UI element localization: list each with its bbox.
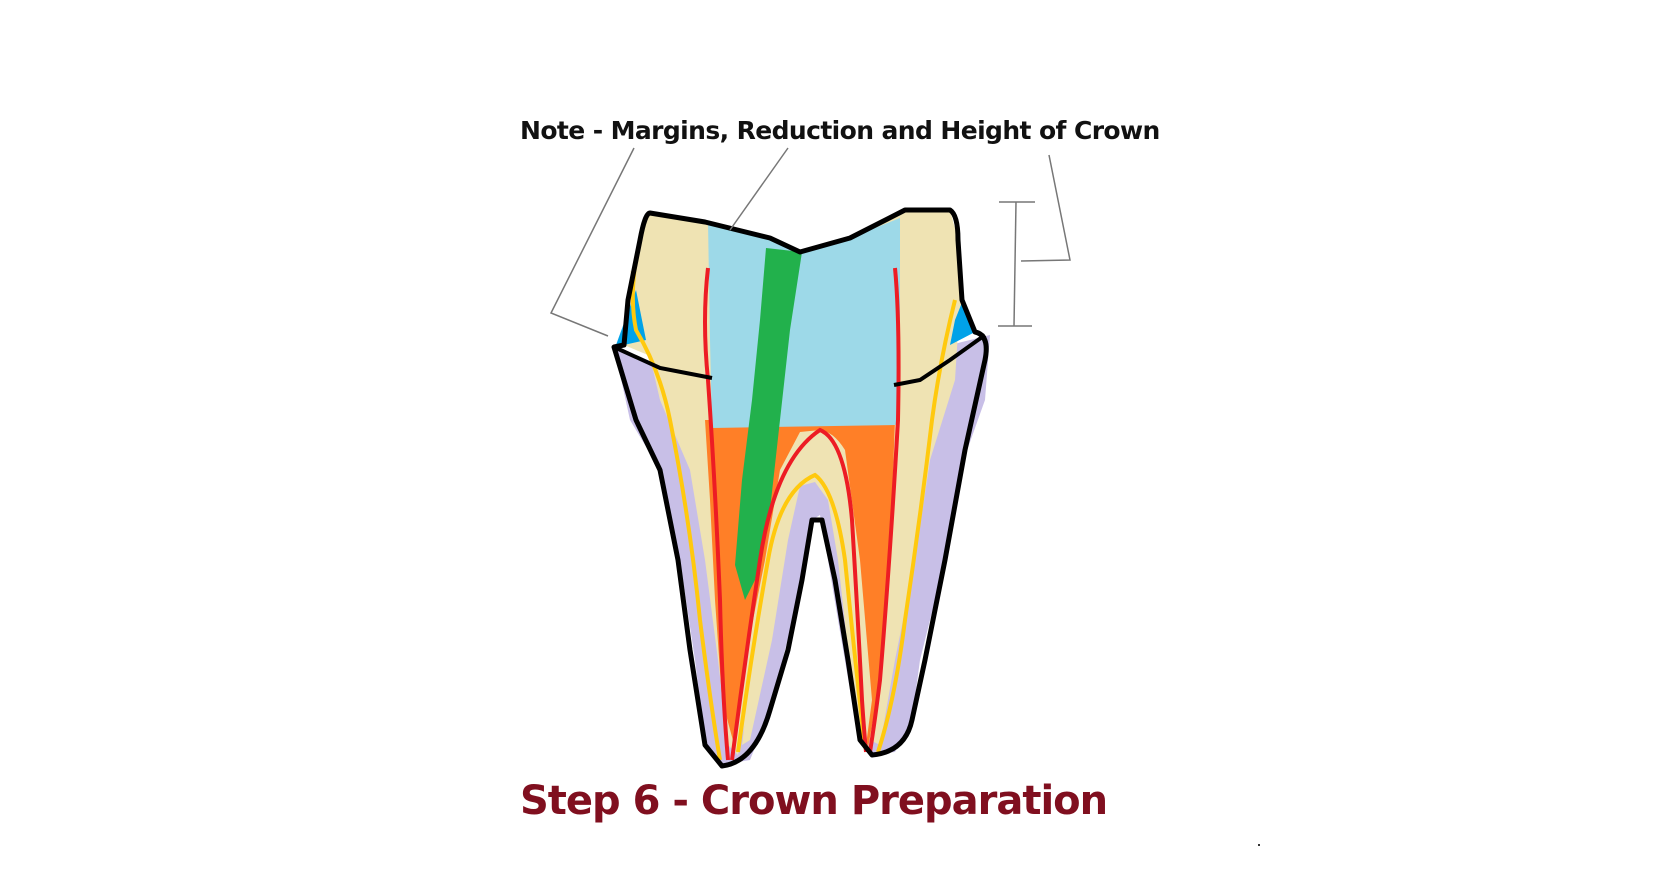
furcation-dentin [742,430,872,745]
margin-line-left [613,345,713,380]
image-artifact [1258,844,1260,846]
margin-line-right [893,333,987,387]
tooth-outline [611,207,989,769]
note-title: Note - Margins, Reduction and Height of … [520,116,1160,145]
canal-outline [703,267,901,761]
margin-leader-line [549,147,635,337]
post [735,248,802,600]
height-leader-line [1020,154,1071,262]
reduction-leader-line [729,147,789,231]
step-caption: Step 6 - Crown Preparation [520,778,1108,824]
height-dimension-bracket [998,201,1035,327]
margin-gap-right [950,300,975,345]
